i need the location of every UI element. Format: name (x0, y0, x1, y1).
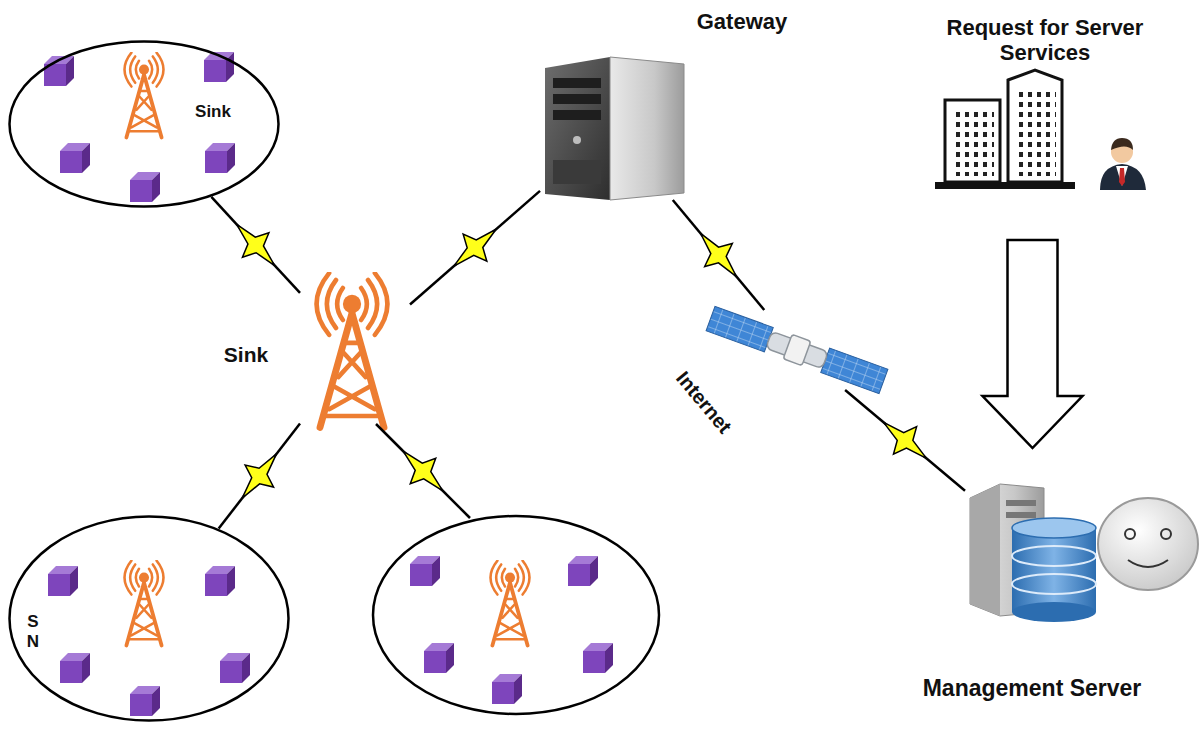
gateway-computer (545, 57, 684, 200)
wireless-link (673, 200, 764, 310)
user-icon (1100, 138, 1146, 190)
sensor-cluster: Sink (8, 40, 280, 208)
cluster-ellipse (8, 40, 280, 208)
wireless-link (219, 424, 300, 529)
gateway-node: Gateway (540, 55, 685, 200)
sensor-nodes (44, 52, 613, 716)
server-database (970, 484, 1096, 622)
sink-tower (491, 561, 530, 646)
sink-tower (125, 561, 164, 646)
sensor-cluster: S N (8, 515, 290, 722)
wireless-link (376, 424, 470, 518)
sink-tower (125, 53, 164, 138)
node-label: Sink (195, 102, 231, 122)
sink-node: Sink (300, 275, 410, 430)
node-label: Internet (672, 367, 737, 438)
wireless-link (410, 191, 540, 305)
node-label: Request for Server Services (920, 15, 1170, 66)
cluster-ellipse (373, 516, 659, 714)
request-arrow (983, 240, 1083, 448)
node-label: Management Server (923, 675, 1142, 701)
node-label: S N (26, 612, 40, 651)
internet-node: Internet (705, 310, 890, 390)
management-server-node: Management Server (965, 480, 1100, 615)
node-label: Gateway (697, 9, 788, 34)
smiley-face (1098, 498, 1198, 590)
request-node: Request for Server Services (935, 70, 1150, 190)
satellite (706, 306, 888, 393)
wireless-link (211, 197, 300, 293)
wireless-link (845, 390, 965, 491)
sink-tower (317, 273, 388, 427)
office-buildings (935, 70, 1075, 189)
cluster-ellipse (8, 515, 290, 722)
node-label: Sink (224, 343, 268, 367)
